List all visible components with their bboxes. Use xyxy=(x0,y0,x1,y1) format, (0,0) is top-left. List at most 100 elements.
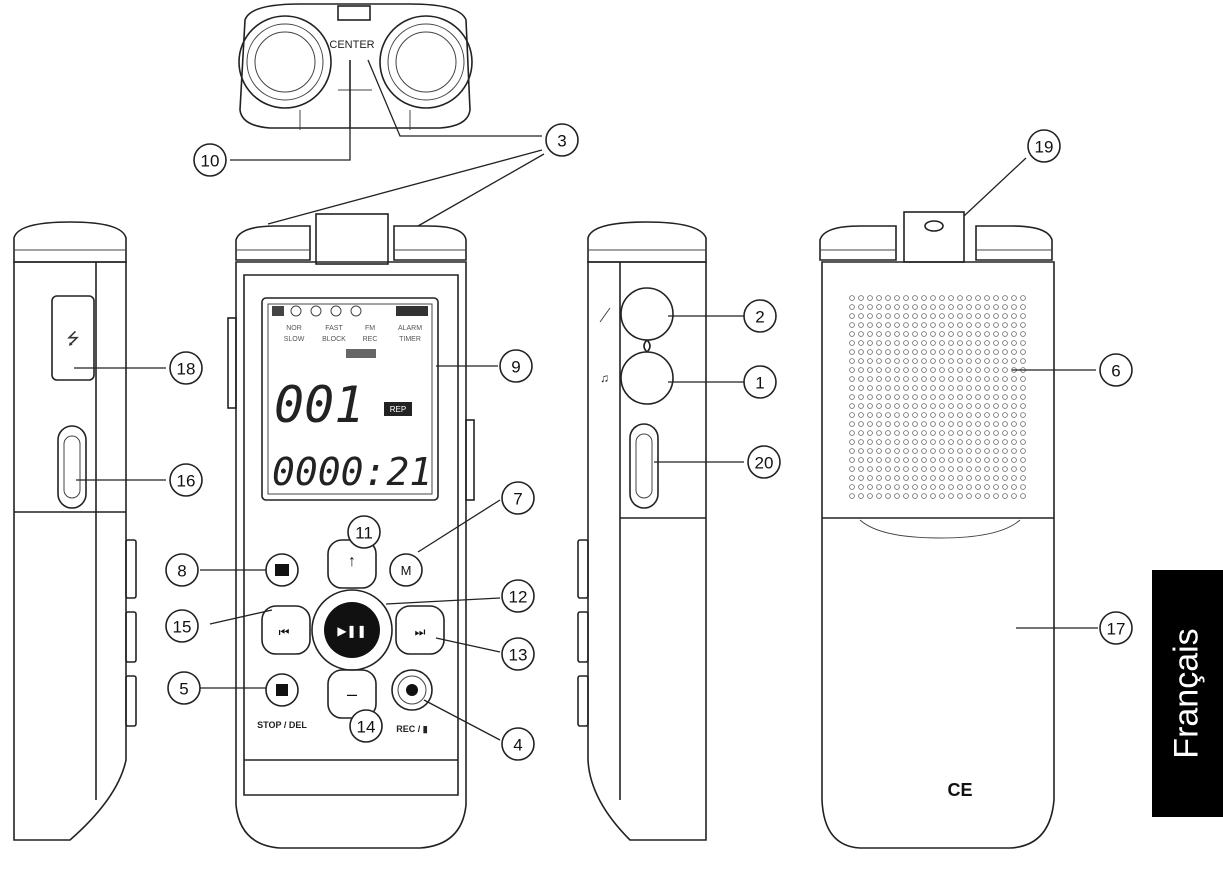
grille-hole xyxy=(957,358,963,364)
grille-hole xyxy=(894,412,900,418)
grille-hole xyxy=(1002,412,1008,418)
grille-hole xyxy=(903,304,909,310)
grille-hole xyxy=(975,448,981,454)
grille-hole xyxy=(867,331,873,337)
grille-hole xyxy=(921,466,927,472)
grille-hole xyxy=(876,466,882,472)
grille-hole xyxy=(912,475,918,481)
grille-hole xyxy=(894,358,900,364)
grille-hole xyxy=(993,484,999,490)
grille-hole xyxy=(876,439,882,445)
grille-hole xyxy=(966,295,972,301)
grille-hole xyxy=(1020,439,1026,445)
grille-hole xyxy=(849,385,855,391)
grille-hole xyxy=(921,403,927,409)
stop-del-label: STOP / DEL xyxy=(257,720,307,730)
callout-number: 18 xyxy=(177,360,196,379)
grille-hole xyxy=(867,340,873,346)
grille-hole xyxy=(993,385,999,391)
grille-hole xyxy=(894,394,900,400)
grille-hole xyxy=(867,421,873,427)
grille-hole xyxy=(903,430,909,436)
grille-hole xyxy=(876,457,882,463)
grille-hole xyxy=(939,448,945,454)
grille-hole xyxy=(975,385,981,391)
grille-hole xyxy=(993,295,999,301)
grille-hole xyxy=(975,421,981,427)
grille-hole xyxy=(903,322,909,328)
grille-hole xyxy=(876,313,882,319)
grille-hole xyxy=(975,412,981,418)
grille-hole xyxy=(903,358,909,364)
grille-hole xyxy=(939,385,945,391)
grille-hole xyxy=(912,331,918,337)
grille-hole xyxy=(867,439,873,445)
grille-hole xyxy=(1011,394,1017,400)
grille-hole xyxy=(966,493,972,499)
callout-6: 6 xyxy=(1099,353,1133,387)
lcd-row2-item: SLOW xyxy=(284,336,305,343)
grille-hole xyxy=(1020,313,1026,319)
grille-hole xyxy=(948,322,954,328)
grille-hole xyxy=(867,448,873,454)
grille-hole xyxy=(921,421,927,427)
callout-number: 16 xyxy=(177,472,196,491)
grille-hole xyxy=(984,457,990,463)
grille-hole xyxy=(957,403,963,409)
leader-lines xyxy=(74,59,1098,741)
grille-hole xyxy=(903,376,909,382)
grille-hole xyxy=(912,439,918,445)
grille-hole xyxy=(903,367,909,373)
grille-hole xyxy=(912,466,918,472)
grille-hole xyxy=(975,457,981,463)
grille-hole xyxy=(1020,322,1026,328)
svg-text:⏮: ⏮ xyxy=(279,625,290,639)
grille-hole xyxy=(894,340,900,346)
grille-hole xyxy=(867,493,873,499)
grille-hole xyxy=(948,367,954,373)
grille-hole xyxy=(867,376,873,382)
grille-hole xyxy=(1020,331,1026,337)
front-view: NOR FAST FM ALARM SLOW BLOCK REC TIMER 0… xyxy=(227,213,475,849)
grille-hole xyxy=(984,367,990,373)
grille-hole xyxy=(1011,385,1017,391)
grille-hole xyxy=(984,313,990,319)
grille-hole xyxy=(876,475,882,481)
grille-hole xyxy=(957,439,963,445)
grille-hole xyxy=(921,430,927,436)
grille-hole xyxy=(1011,466,1017,472)
grille-hole xyxy=(1002,421,1008,427)
grille-hole xyxy=(858,484,864,490)
grille-hole xyxy=(903,421,909,427)
grille-hole xyxy=(903,475,909,481)
grille-hole xyxy=(1011,475,1017,481)
grille-hole xyxy=(930,394,936,400)
grille-hole xyxy=(975,304,981,310)
grille-hole xyxy=(849,331,855,337)
grille-hole xyxy=(921,304,927,310)
grille-hole xyxy=(885,322,891,328)
grille-hole xyxy=(903,457,909,463)
grille-hole xyxy=(939,349,945,355)
grille-hole xyxy=(930,412,936,418)
grille-hole xyxy=(858,466,864,472)
grille-hole xyxy=(1011,430,1017,436)
grille-hole xyxy=(984,322,990,328)
grille-hole xyxy=(930,313,936,319)
grille-hole xyxy=(1020,295,1026,301)
grille-hole xyxy=(948,466,954,472)
callout-number: 12 xyxy=(509,588,528,607)
grille-hole xyxy=(903,313,909,319)
grille-hole xyxy=(930,349,936,355)
grille-hole xyxy=(885,394,891,400)
grille-hole xyxy=(849,367,855,373)
rec-label: REC / ▮ xyxy=(396,724,428,734)
grille-hole xyxy=(867,322,873,328)
grille-hole xyxy=(948,304,954,310)
grille-hole xyxy=(948,403,954,409)
grille-hole xyxy=(858,331,864,337)
callouts: 1 2 3 4 5 6 7 8 9 10 11 12 13 14 15 16 1… xyxy=(165,123,1133,761)
grille-hole xyxy=(867,412,873,418)
grille-hole xyxy=(1011,376,1017,382)
grille-hole xyxy=(957,484,963,490)
